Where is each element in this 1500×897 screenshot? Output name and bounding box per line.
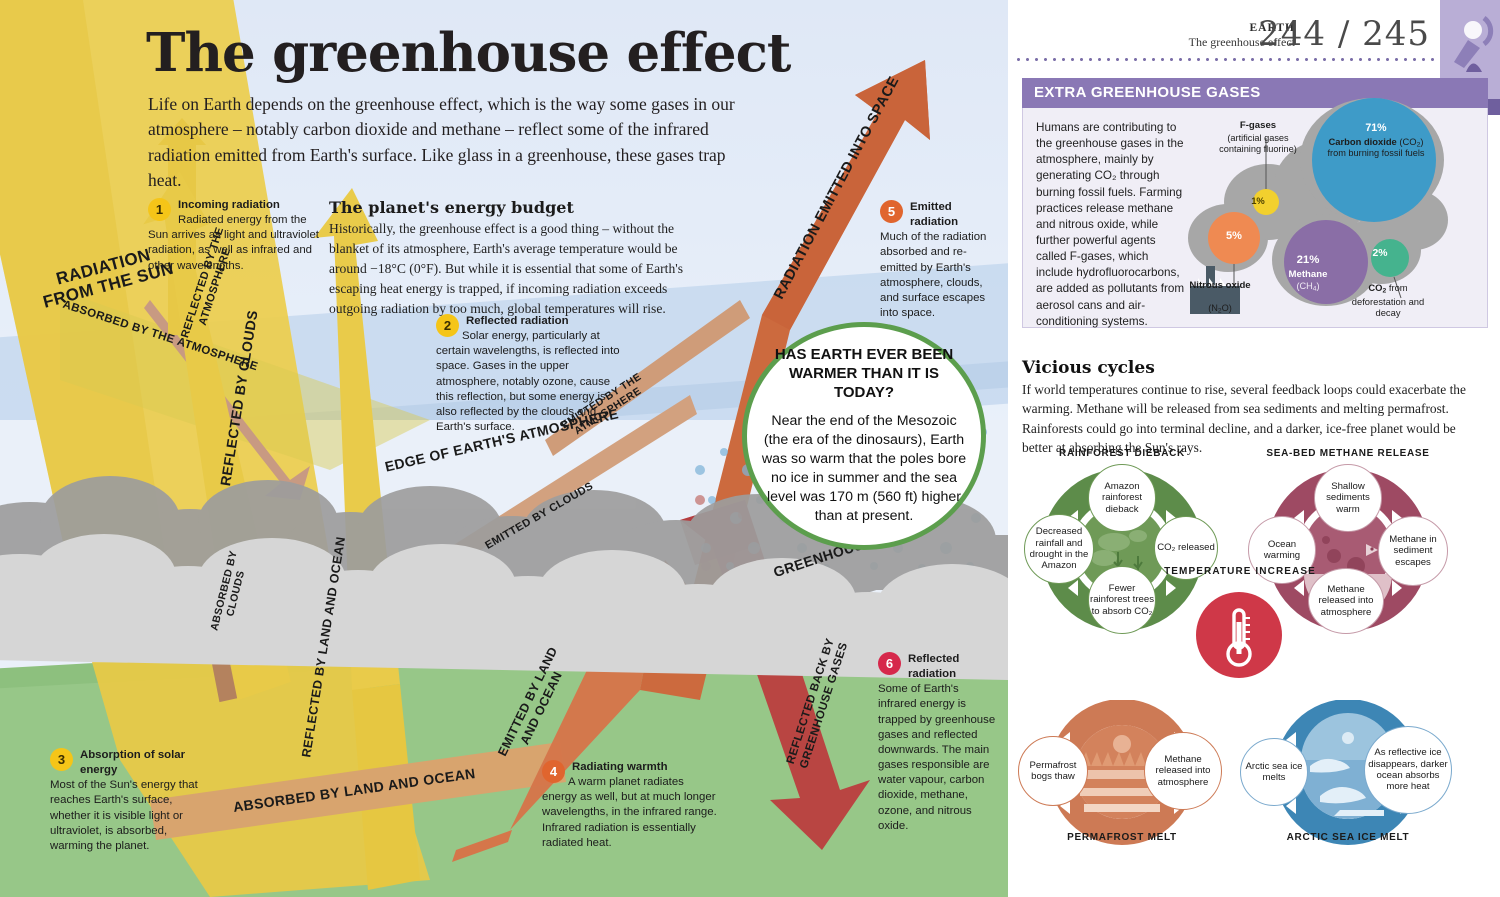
callout-4: 4 Radiating warmth A warm planet radiate…: [542, 760, 720, 851]
wedge-absorbed-by-atmosphere: [60, 290, 430, 470]
methane-name-label: Methane: [1288, 269, 1328, 280]
cycle-permafrost-melt: Permafrost bogs thaw Methane released in…: [1018, 699, 1222, 870]
temperature-increase-hub: [1196, 592, 1282, 678]
fact-bubble-answer: Near the end of the Mesozoic (the era of…: [761, 412, 967, 524]
page-header: EARTH The greenhouse effect: [1189, 22, 1295, 50]
callout-6-body: Some of Earth's infrared energy is trapp…: [878, 683, 996, 832]
callout-3-body: Most of the Sun's energy that reaches Ea…: [50, 779, 198, 852]
bubble-co2-deforestation: [1371, 239, 1409, 277]
header-dot-rule: [1014, 58, 1434, 61]
callout-4-title: Radiating warmth: [572, 761, 668, 773]
callout-1-body: Radiated energy from the Sun arrives as …: [148, 214, 319, 272]
cycle-2-node-1: Shallow sediments warm: [1314, 464, 1382, 532]
cycle-1-node-3: Fewer rainforest trees to absorb CO₂: [1088, 566, 1156, 634]
extra-gases-bubble-chart: [1188, 98, 1448, 314]
cycle-2-node-2: Methane in sediment escapes: [1378, 516, 1448, 586]
cycle-1-node-2: CO₂ released: [1154, 516, 1218, 580]
fact-bubble: HAS EARTH EVER BEEN WARMER THAN IT IS TO…: [742, 322, 986, 550]
factory-icon: [1190, 266, 1240, 314]
cloud-bank-lower: [0, 534, 1008, 680]
vicious-cycles-heading: Vicious cycles: [1022, 358, 1155, 378]
callout-6: 6 Reflected radiation Some of Earth's in…: [878, 652, 998, 834]
arrow-emitted-by-atmosphere: [545, 300, 750, 456]
temperature-increase-label: TEMPERATURE INCREASE: [1164, 566, 1316, 577]
callout-2: 2 Reflected radiation Solar energy, part…: [436, 314, 624, 435]
callout-2-title: Reflected radiation: [466, 315, 569, 327]
callout-5-body: Much of the radiation absorbed and re-em…: [880, 231, 987, 320]
callout-4-number: 4: [542, 760, 565, 783]
fgases-percent-label: 1%: [1251, 195, 1265, 206]
callout-3-number: 3: [50, 748, 73, 771]
left-page: The greenhouse effect Life on Earth depe…: [0, 0, 1008, 897]
callout-3-title: Absorption of solar energy: [80, 749, 186, 777]
cycle-4-node-2: Arctic sea ice melts: [1240, 738, 1308, 806]
cycle-3-node-2: Permafrost bogs thaw: [1018, 736, 1088, 806]
callout-3: 3 Absorption of solar energy Most of the…: [50, 748, 210, 854]
right-page: EARTH The greenhouse effect 244 / 245 EX…: [1008, 0, 1500, 897]
callout-5: 5 Emitted radiation Much of the radiatio…: [880, 200, 992, 321]
callout-6-number: 6: [878, 652, 901, 675]
co2-name-label: Carbon dioxide (CO2): [1328, 136, 1424, 149]
cycle-3-node-1: Methane released into atmosphere: [1144, 732, 1222, 810]
co2-source-label: from burning fossil fuels: [1327, 148, 1425, 158]
cycle-sea-bed-methane-release: Shallow sediments warm Methane in sedime…: [1248, 448, 1448, 640]
energy-budget-body: Historically, the greenhouse effect is a…: [329, 221, 683, 317]
callout-2-number: 2: [436, 314, 459, 337]
page-folio: 244 / 245: [1258, 14, 1430, 54]
fgases-sublabel: (artificial gases containing fluorine): [1219, 133, 1297, 155]
cycle-3-label: PERMAFROST MELT: [1067, 832, 1177, 843]
methane-formula-label: (CH4): [1296, 281, 1320, 293]
energy-flow-diagram: [0, 0, 1008, 897]
callout-1-number: 1: [148, 198, 171, 221]
co2-percent-label: 71%: [1365, 122, 1387, 134]
thermometer-icon: [1226, 608, 1252, 667]
extra-gases-title: EXTRA GREENHOUSE GASES: [1022, 78, 1488, 108]
callout-1-title: Incoming radiation: [178, 199, 280, 211]
cycle-2-label: SEA-BED METHANE RELEASE: [1266, 448, 1430, 459]
co2-deforestation-label: CO2 from deforestation and decay: [1351, 282, 1425, 319]
cycle-1-label: RAINFOREST DIEBACK: [1059, 448, 1185, 459]
nitrous-percent-label: 5%: [1226, 230, 1242, 242]
header-kicker: EARTH: [1249, 22, 1295, 34]
bubble-methane: [1284, 220, 1368, 304]
fgases-label: F-gases: [1239, 120, 1277, 131]
methane-percent-label: 21%: [1296, 254, 1320, 266]
page-title: The greenhouse effect: [146, 22, 791, 84]
cycle-2-node-4: Ocean warming: [1248, 516, 1316, 584]
energy-budget-heading: The planet's energy budget: [329, 198, 574, 217]
bubble-f-gases: [1253, 189, 1279, 215]
cycle-4-node-1: As reflective ice disappears, darker oce…: [1364, 726, 1452, 814]
callout-5-number: 5: [880, 200, 903, 223]
extra-gases-body: Humans are contributing to the greenhous…: [1036, 121, 1185, 328]
cycle-1-node-4: Decreased rainfall and drought in the Am…: [1024, 514, 1094, 584]
arrow-absorbed-by-land-and-ocean: [150, 742, 566, 840]
cycle-3-ring: [1049, 699, 1195, 845]
deforestation-percent-label: 2%: [1372, 248, 1388, 259]
callout-5-title: Emitted radiation: [910, 201, 959, 229]
callout-1: 1 Incoming radiation Radiated energy fro…: [148, 198, 323, 274]
cycle-2-node-3: Methane released into atmosphere: [1308, 568, 1384, 634]
cycle-4-label: ARCTIC SEA ICE MELT: [1286, 832, 1410, 843]
cycle-arctic-sea-ice-melt: Arctic sea ice melts As reflective ice d…: [1240, 699, 1452, 870]
bubble-carbon-dioxide: [1312, 98, 1436, 222]
fact-bubble-question: HAS EARTH EVER BEEN WARMER THAN IT IS TO…: [774, 346, 954, 401]
cycle-rainforest-dieback: Amazon rainforest dieback CO₂ released F…: [1022, 448, 1222, 640]
callout-2-body: Solar energy, particularly at certain wa…: [436, 330, 620, 434]
callout-4-body: A warm planet radiates energy as well, b…: [542, 776, 717, 849]
nitrous-oxide-label: Nitrous oxide: [1189, 280, 1251, 291]
callout-6-title: Reflected radiation: [908, 653, 960, 681]
nitrous-oxide-formula: (N2O): [1208, 303, 1232, 315]
header-subtitle: The greenhouse effect: [1188, 35, 1295, 49]
intro-paragraph: Life on Earth depends on the greenhouse …: [148, 94, 735, 191]
vicious-cycles-body: If world temperatures continue to rise, …: [1022, 382, 1466, 456]
bubble-nitrous-oxide: [1208, 212, 1260, 264]
cycle-1-node-1: Amazon rainforest dieback: [1088, 464, 1156, 532]
